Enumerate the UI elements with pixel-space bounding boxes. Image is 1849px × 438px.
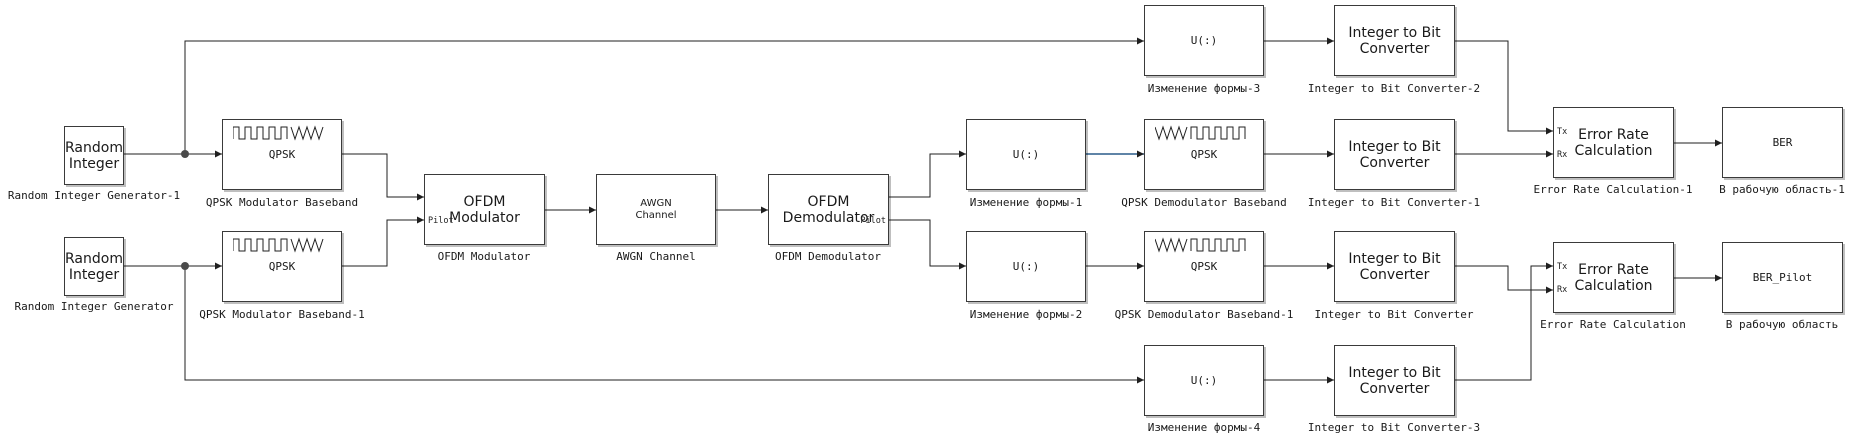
- random-integer-generator-1-block[interactable]: Random Integer: [64, 126, 124, 185]
- reshape-2-block[interactable]: U(:): [966, 231, 1086, 302]
- integer-to-bit-converter-3-block[interactable]: Integer to Bit Converter: [1334, 345, 1455, 416]
- integer-to-bit-converter-block[interactable]: Integer to Bit Converter: [1334, 231, 1455, 302]
- qpsk-modulator-baseband-1-block[interactable]: QPSK: [222, 231, 342, 302]
- block-label: Error Rate Calculation: [1540, 318, 1686, 331]
- block-text: U(:): [1012, 148, 1040, 161]
- block-label: Integer to Bit Converter-3: [1307, 421, 1481, 434]
- block-label: OFDM Demodulator: [775, 250, 881, 263]
- block-text: QPSK: [1190, 260, 1218, 273]
- error-rate-calculation-block[interactable]: Error Rate Calculation Tx Rx: [1553, 242, 1674, 313]
- block-label: Random Integer Generator-1: [7, 189, 181, 202]
- block-text: Random Integer: [65, 250, 123, 283]
- block-label: Изменение формы-3: [1147, 82, 1261, 95]
- block-label: В рабочую область: [1725, 318, 1839, 331]
- wire-qpskmod2-to-ofdmmod: [342, 216, 424, 267]
- reshape-4-block[interactable]: U(:): [1144, 345, 1264, 416]
- block-text: U(:): [1012, 260, 1040, 273]
- block-label: В рабочую область-1: [1719, 183, 1845, 196]
- wire-ofdmdemod-to-reshape1: [889, 150, 966, 198]
- block-label: Integer to Bit Converter-1: [1307, 196, 1481, 209]
- block-text: BER_Pilot: [1752, 271, 1813, 284]
- block-text: Integer to Bit Converter: [1348, 364, 1441, 397]
- rx-port-label: Rx: [1557, 150, 1568, 160]
- block-label: QPSK Modulator Baseband: [205, 196, 359, 209]
- square-to-sine-wave-icon: [233, 125, 324, 141]
- block-label: Изменение формы-2: [969, 308, 1083, 321]
- block-text: U(:): [1190, 34, 1218, 47]
- awgn-channel-block[interactable]: AWGN Channel: [596, 174, 716, 245]
- qpsk-demodulator-baseband-1-block[interactable]: QPSK: [1144, 231, 1264, 302]
- integer-to-bit-converter-1-block[interactable]: Integer to Bit Converter: [1334, 119, 1455, 190]
- block-label: OFDM Modulator: [437, 250, 531, 263]
- block-text: Integer to Bit Converter: [1348, 250, 1441, 283]
- block-label: AWGN Channel: [616, 250, 696, 263]
- rx-port-label: Rx: [1557, 285, 1568, 295]
- block-text: Integer to Bit Converter: [1348, 24, 1441, 57]
- reshape-3-block[interactable]: U(:): [1144, 5, 1264, 76]
- reshape-1-block[interactable]: U(:): [966, 119, 1086, 190]
- block-text: OFDM Modulator: [449, 193, 520, 226]
- branch-point-icon: [181, 150, 189, 158]
- pilot-port-label: Pilot: [428, 216, 454, 226]
- block-label: Изменение формы-4: [1147, 421, 1261, 434]
- integer-to-bit-converter-2-block[interactable]: Integer to Bit Converter: [1334, 5, 1455, 76]
- random-integer-generator-block[interactable]: Random Integer: [64, 237, 124, 296]
- wire-i2b-to-erc-rx: [1455, 265, 1553, 294]
- block-label: QPSK Demodulator Baseband-1: [1114, 308, 1294, 321]
- sine-to-square-wave-icon: [1155, 125, 1246, 141]
- branch-point-icon: [181, 262, 189, 270]
- tx-port-label: Tx: [1557, 127, 1568, 137]
- block-text: U(:): [1190, 374, 1218, 387]
- qpsk-demodulator-baseband-block[interactable]: QPSK: [1144, 119, 1264, 190]
- error-rate-calculation-1-block[interactable]: Error Rate Calculation Tx Rx: [1553, 107, 1674, 178]
- block-label: Integer to Bit Converter: [1314, 308, 1474, 321]
- wire-i2b2-to-erc1-tx: [1455, 40, 1553, 135]
- wire-i2b3-to-erc-tx: [1455, 262, 1553, 381]
- wire-rig1-to-reshape3: [184, 37, 1144, 154]
- ofdm-demodulator-block[interactable]: OFDM Demodulator Pilot: [768, 174, 889, 245]
- block-text: BER: [1772, 136, 1793, 149]
- block-text: AWGN Channel: [635, 197, 677, 221]
- block-label: QPSK Modulator Baseband-1: [199, 308, 365, 321]
- block-text: QPSK: [1190, 148, 1218, 161]
- wire-qpskmod1-to-ofdmmod: [342, 153, 424, 201]
- block-label: Error Rate Calculation-1: [1533, 183, 1693, 196]
- to-workspace-ber-block[interactable]: BER: [1722, 107, 1843, 178]
- to-workspace-ber-pilot-block[interactable]: BER_Pilot: [1722, 242, 1843, 313]
- ofdm-modulator-block[interactable]: OFDM Modulator Pilot: [424, 174, 545, 245]
- sine-to-square-wave-icon: [1155, 237, 1246, 253]
- qpsk-modulator-baseband-block[interactable]: QPSK: [222, 119, 342, 190]
- block-text: Integer to Bit Converter: [1348, 138, 1441, 171]
- square-to-sine-wave-icon: [233, 237, 324, 253]
- pilot-port-label: Pilot: [860, 216, 886, 226]
- block-text: Error Rate Calculation: [1574, 126, 1653, 159]
- block-text: QPSK: [268, 148, 296, 161]
- wire-ofdmdemod-to-reshape2: [889, 219, 966, 270]
- block-label: Integer to Bit Converter-2: [1307, 82, 1481, 95]
- block-text: Random Integer: [65, 139, 123, 172]
- block-label: QPSK Demodulator Baseband: [1121, 196, 1287, 209]
- block-text: QPSK: [268, 260, 296, 273]
- tx-port-label: Tx: [1557, 262, 1568, 272]
- block-text: OFDM Demodulator: [782, 193, 875, 226]
- block-label: Random Integer Generator: [14, 300, 174, 313]
- block-label: Изменение формы-1: [969, 196, 1083, 209]
- wire-rig2-to-reshape4: [184, 266, 1144, 384]
- block-text: Error Rate Calculation: [1574, 261, 1653, 294]
